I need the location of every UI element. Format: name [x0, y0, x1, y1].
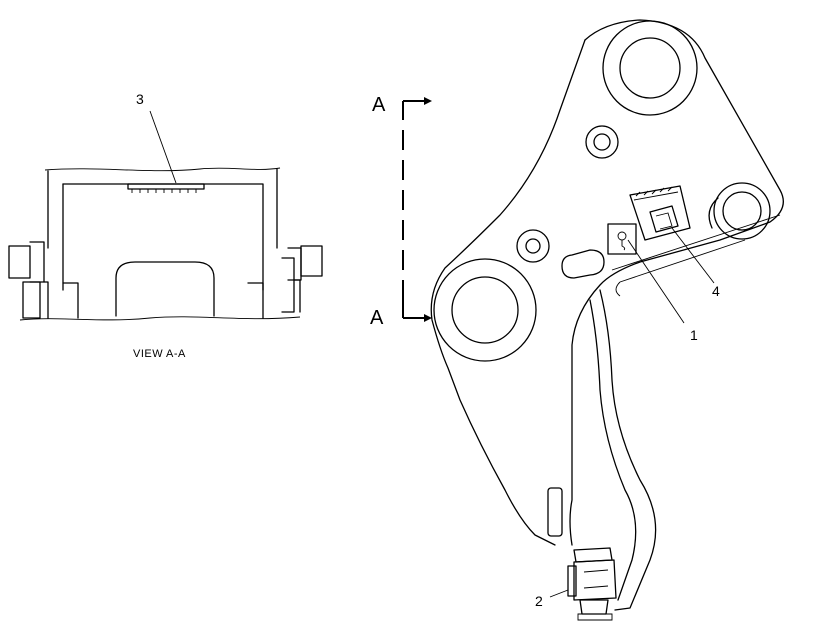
bracket-drawing — [430, 19, 784, 621]
section-letter-top: A — [372, 94, 386, 116]
leader-1 — [627, 239, 685, 324]
callout-3: 3 — [136, 91, 144, 107]
arrow-right-icon — [424, 314, 432, 322]
callout-2: 2 — [535, 593, 543, 609]
callout-4: 4 — [712, 283, 720, 299]
callout-1: 1 — [690, 327, 698, 343]
section-cut-line — [402, 97, 432, 322]
leader-4 — [671, 227, 715, 284]
section-letter-bottom: A — [370, 307, 384, 329]
arrow-right-icon — [424, 97, 432, 105]
view-a-a-drawing — [8, 110, 323, 321]
view-caption: VIEW A-A — [133, 348, 186, 360]
leader-2 — [549, 589, 569, 598]
